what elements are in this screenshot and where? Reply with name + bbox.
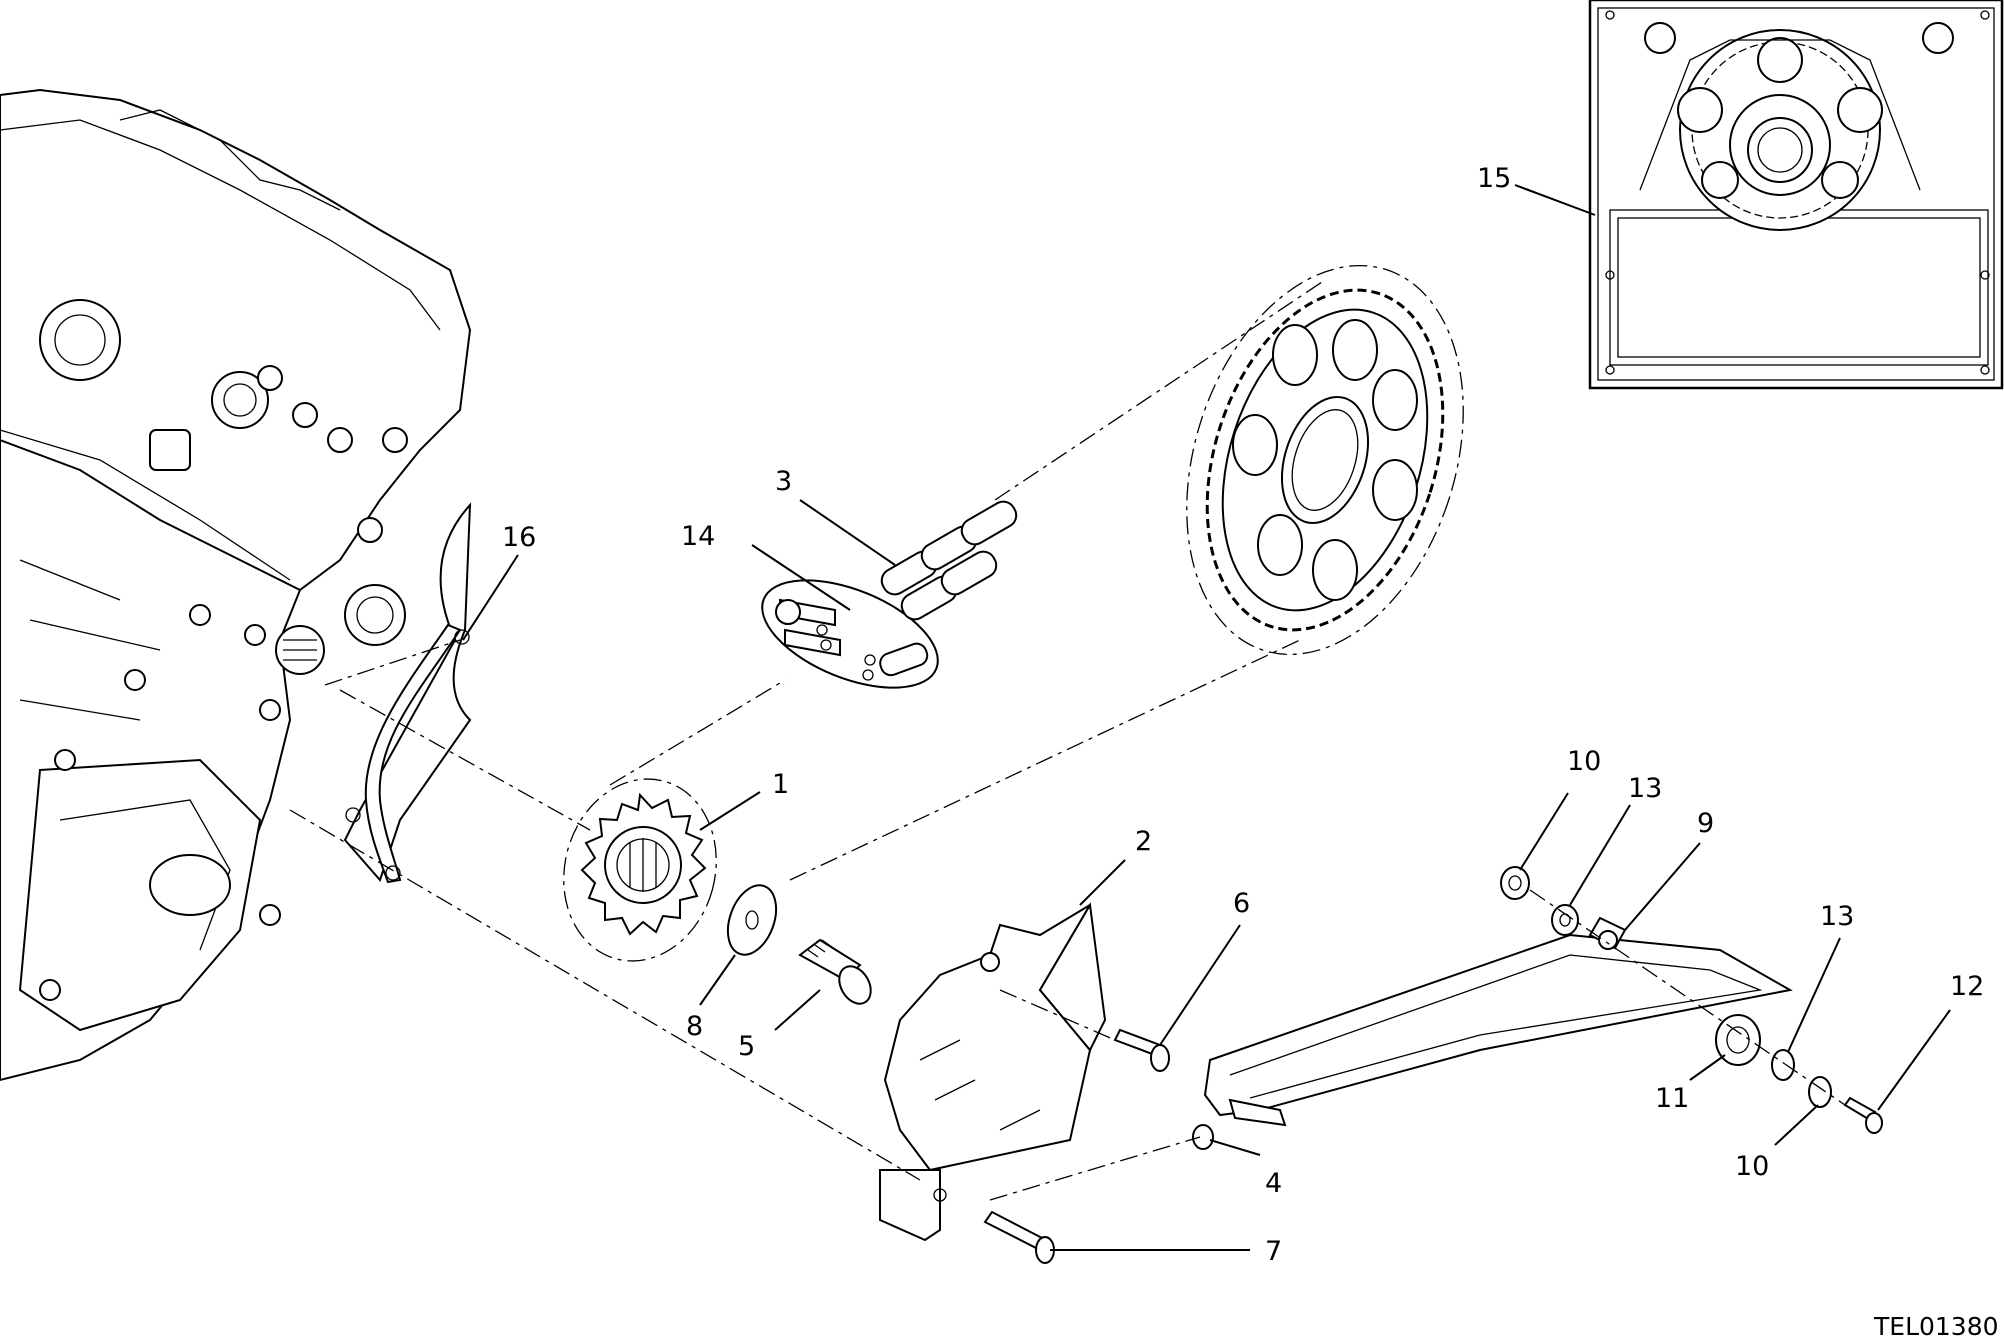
callout-7: 7 <box>1265 1236 1282 1267</box>
gasket-16 <box>343 502 472 884</box>
screw-6 <box>1113 1028 1170 1072</box>
chain-section-3 <box>880 500 1018 621</box>
sprocket-cover-2 <box>879 901 1107 1242</box>
screw-5 <box>798 938 872 1005</box>
drawing-reference-code: TEL01380 <box>1873 1312 1999 1341</box>
callout-6: 6 <box>1233 888 1250 919</box>
callout-labels: 1 2 3 4 5 6 7 8 9 10 10 11 12 13 13 14 1… <box>502 163 1999 1341</box>
callout-1: 1 <box>772 769 789 800</box>
chain-slider-9 <box>1203 916 1793 1127</box>
callout-10-top: 10 <box>1567 746 1601 777</box>
callout-2: 2 <box>1135 826 1152 857</box>
callout-5: 5 <box>738 1031 755 1062</box>
rear-sprocket <box>1186 264 1464 656</box>
washer-8 <box>726 884 778 956</box>
leader-lines <box>462 184 1951 1251</box>
chain-path-front <box>609 679 786 786</box>
axis-gasket-top <box>324 639 461 686</box>
callout-8: 8 <box>686 1011 703 1042</box>
engine-assembly <box>0 88 472 1082</box>
axis-screw-6 <box>999 989 1116 1041</box>
callout-9: 9 <box>1697 808 1714 839</box>
chain-path-upper <box>994 279 1326 501</box>
callout-13-top: 13 <box>1628 773 1662 804</box>
callout-16: 16 <box>502 522 536 553</box>
spacer-4 <box>1192 1124 1214 1150</box>
callout-15: 15 <box>1477 163 1511 194</box>
hardware-right <box>1500 866 1883 1134</box>
axis-sprocket <box>339 689 591 831</box>
callout-13-right: 13 <box>1820 901 1854 932</box>
callout-12: 12 <box>1950 971 1984 1002</box>
callout-3: 3 <box>775 466 792 497</box>
screw-7 <box>983 1210 1055 1264</box>
callout-11: 11 <box>1655 1083 1689 1114</box>
chain-link-kit-14 <box>761 579 939 689</box>
inset-view-15 <box>1588 0 2004 390</box>
axis-slider-hardware <box>1529 889 1846 1106</box>
callout-14: 14 <box>681 521 715 552</box>
chain-path-lower <box>789 639 1301 881</box>
callout-4: 4 <box>1265 1168 1282 1199</box>
axis-gasket-bottom <box>289 809 921 1181</box>
callout-10-bottom: 10 <box>1735 1151 1769 1182</box>
front-sprocket-1 <box>563 778 717 962</box>
axis-spacer-4 <box>989 1136 1201 1201</box>
